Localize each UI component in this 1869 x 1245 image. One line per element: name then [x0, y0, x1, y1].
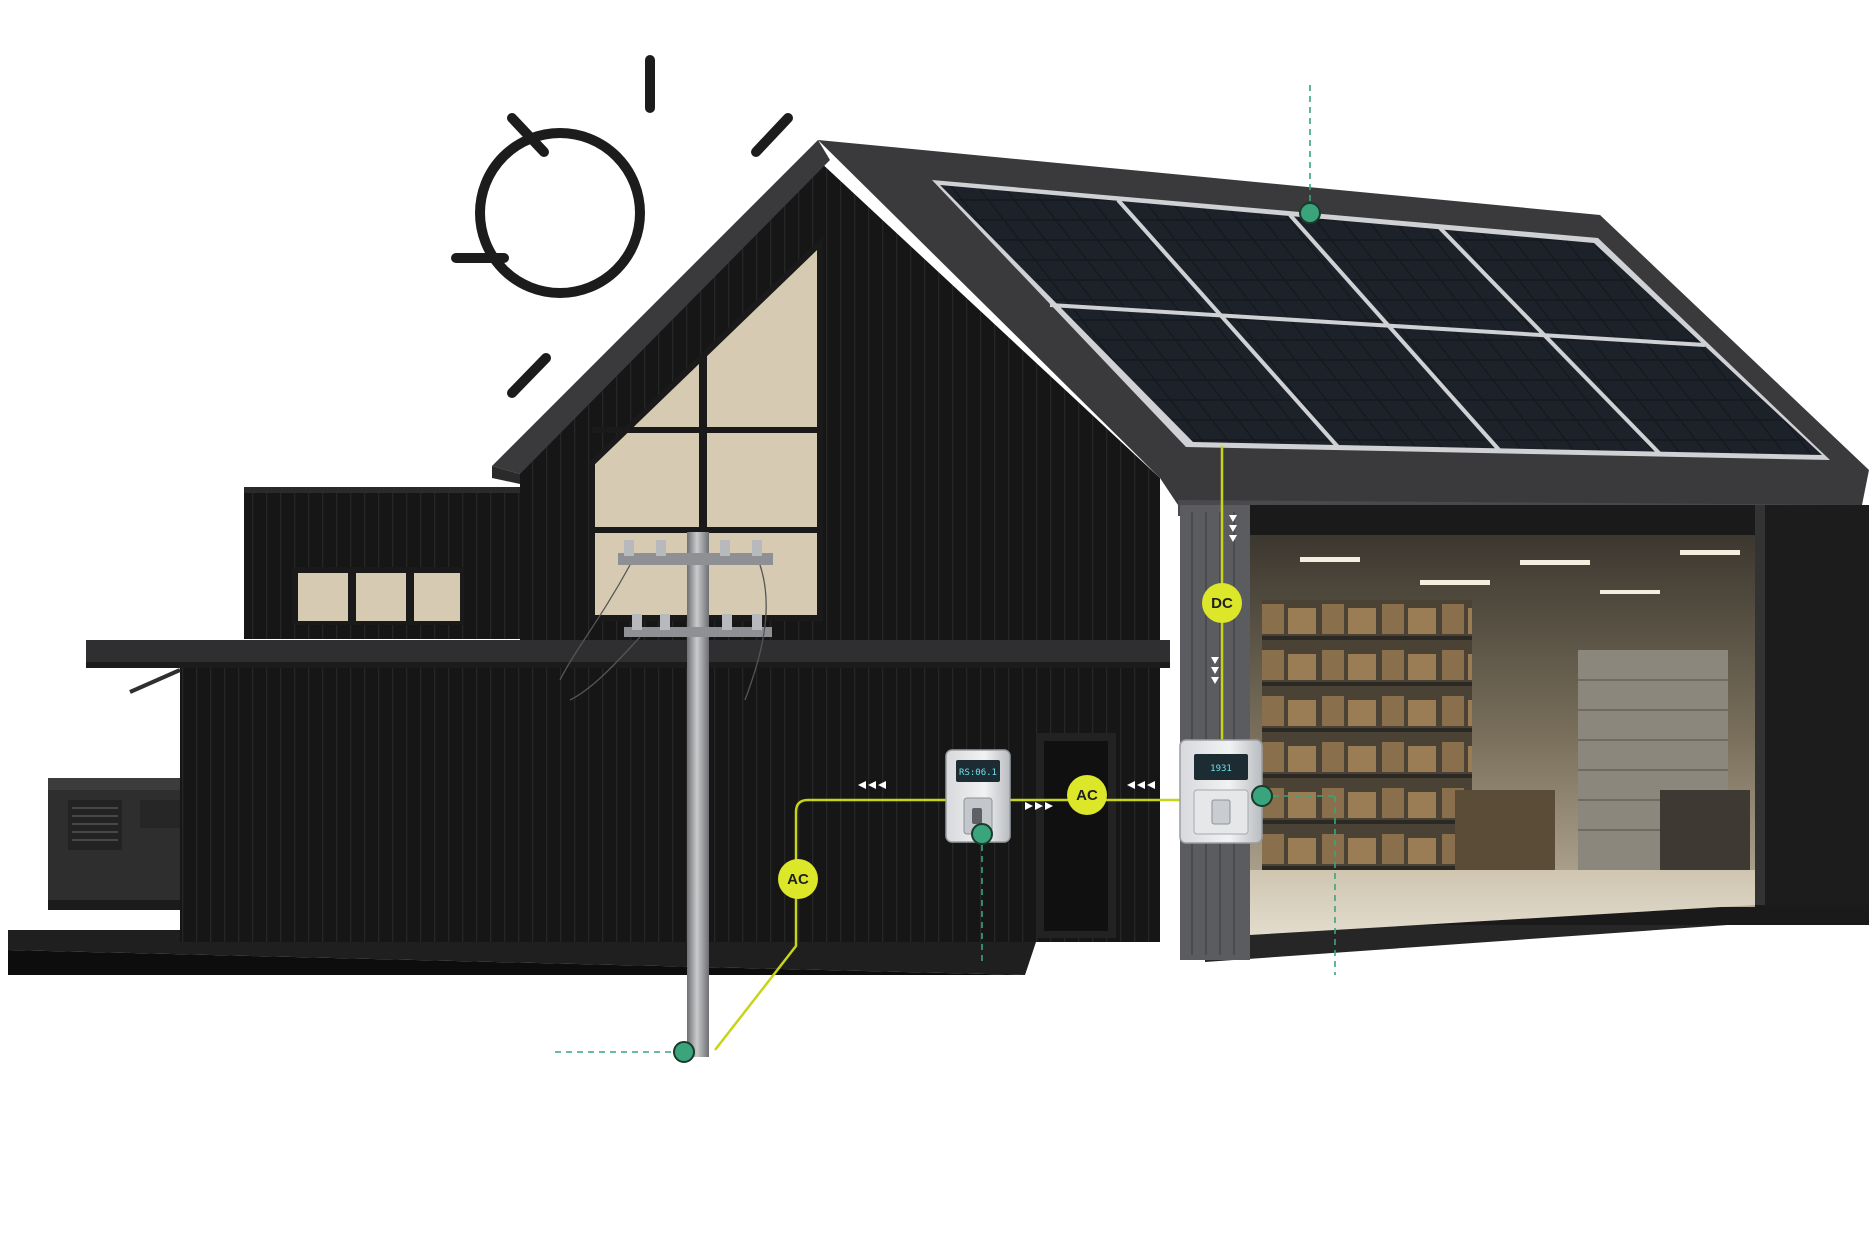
label-dc-text: DC	[1211, 595, 1233, 612]
node-inverter	[1251, 785, 1273, 807]
main-gable	[492, 140, 1160, 662]
side-door	[1036, 733, 1116, 938]
hybrid-inverter: 1931	[1179, 739, 1263, 844]
label-ac-grid: AC	[778, 859, 818, 899]
left-annex	[244, 487, 526, 639]
flow-arrow-icon	[858, 515, 1237, 810]
label-ac-grid-text: AC	[787, 871, 809, 888]
node-meter	[971, 823, 993, 845]
label-dc: DC	[1202, 583, 1242, 623]
nodes	[673, 202, 1321, 1063]
annex-window	[292, 567, 464, 625]
sun-icon	[451, 55, 793, 398]
solar-panel-array	[932, 180, 1830, 460]
inverter-display: 1931	[1210, 764, 1232, 774]
gable-window	[589, 235, 823, 621]
guide-lines	[555, 85, 1336, 1053]
warehouse-bay	[1180, 505, 1869, 960]
grid-line	[714, 798, 950, 1051]
label-ac-inverter: AC	[1067, 775, 1107, 815]
node-grid	[673, 1041, 695, 1063]
meter-display: RS:06.1	[959, 768, 997, 778]
label-ac-inverter-text: AC	[1076, 787, 1098, 804]
node-solar	[1299, 202, 1321, 224]
lower-wing-wall	[180, 662, 1160, 942]
awning	[86, 640, 1170, 694]
utility-pole	[559, 532, 773, 1057]
